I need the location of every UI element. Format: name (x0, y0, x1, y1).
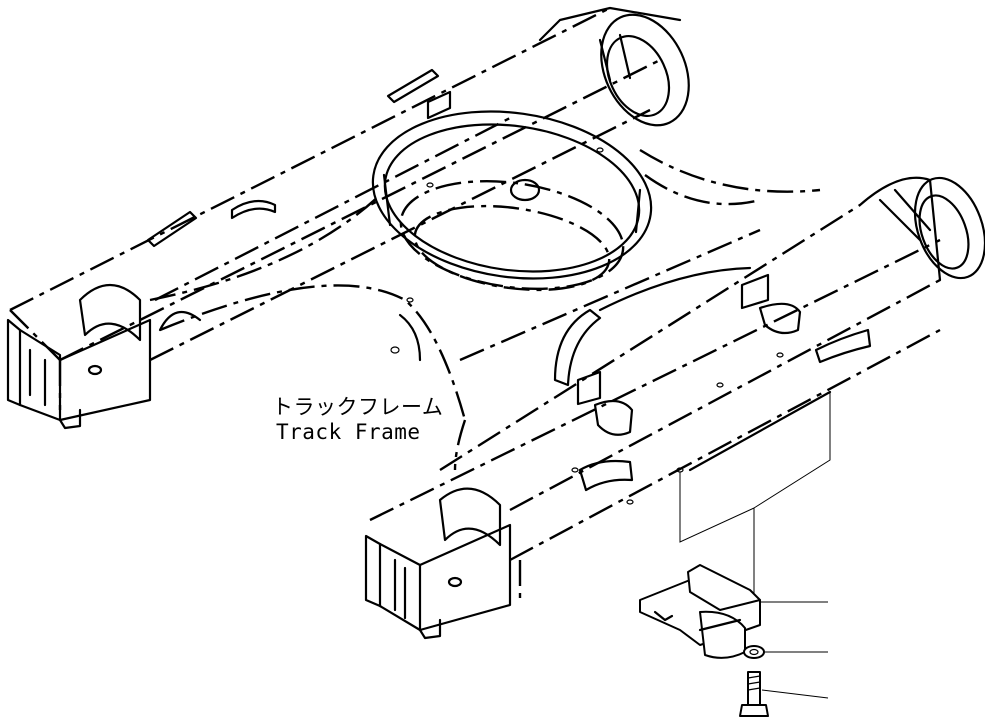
leader-lines (679, 392, 831, 699)
swing-circle (371, 110, 653, 292)
right-track-rail (364, 176, 985, 640)
washer-part (743, 645, 765, 659)
track-frame-label-en: Track Frame (276, 420, 421, 444)
track-frame-label-jp: トラックフレーム (272, 395, 444, 419)
bolt-part (739, 671, 769, 717)
track-guard-part (639, 564, 761, 659)
cross-frame (149, 148, 821, 471)
